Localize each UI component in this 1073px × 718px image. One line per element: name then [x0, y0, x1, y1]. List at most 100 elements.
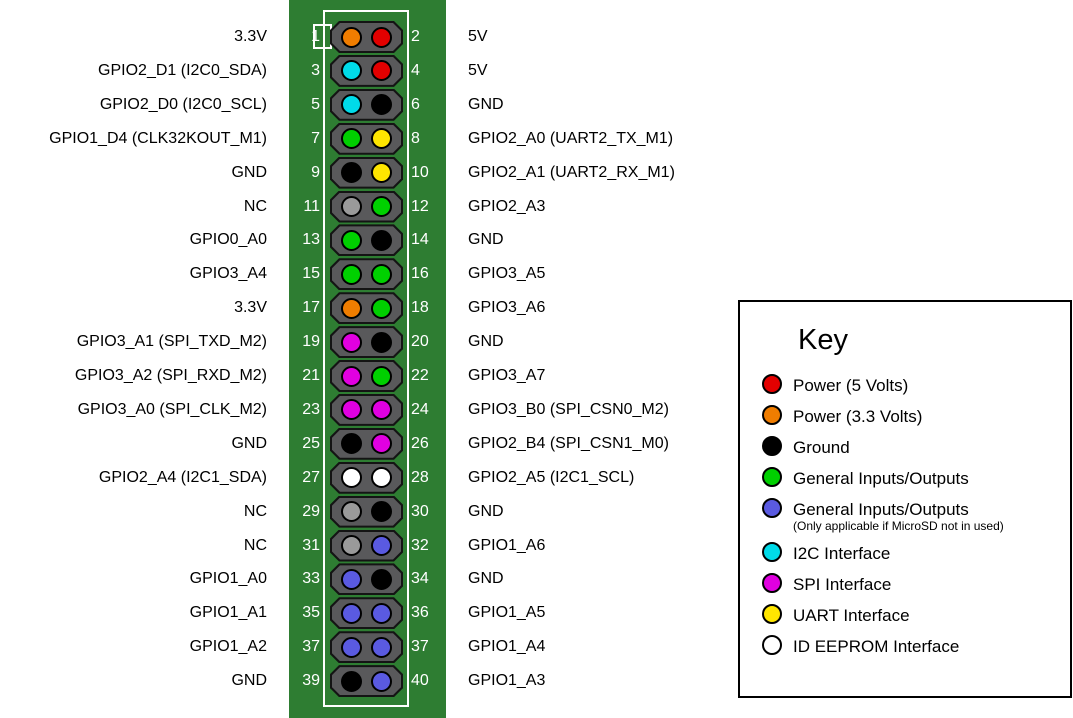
pin-hole-left — [341, 603, 362, 624]
pin-label-right: GND — [468, 502, 504, 520]
pin-number-left: 23 — [302, 400, 320, 418]
pin-number-left: 33 — [302, 570, 320, 588]
key-color-dot — [762, 604, 782, 624]
pin-label-right: GPIO3_A5 — [468, 265, 546, 283]
key-entry-text: Ground — [793, 436, 850, 458]
pin-number-right: 36 — [411, 604, 429, 622]
key-color-dot — [762, 498, 782, 518]
pin-block-body — [332, 125, 401, 153]
pin-hole-right — [371, 569, 392, 590]
pin-label-left: GND — [231, 163, 267, 181]
pin-hole-left — [341, 162, 362, 183]
key-entry: SPI Interface — [762, 573, 1070, 595]
pin-hole-right — [371, 128, 392, 149]
pin-hole-left — [341, 94, 362, 115]
pin-hole-right — [371, 603, 392, 624]
pin-hole-right — [371, 94, 392, 115]
key-entry: General Inputs/Outputs(Only applicable i… — [762, 498, 1070, 533]
pin-hole-left — [341, 366, 362, 387]
key-color-dot — [762, 436, 782, 456]
key-color-dot — [762, 467, 782, 487]
key-entry-label: SPI Interface — [793, 575, 892, 594]
pin-number-left: 37 — [302, 638, 320, 656]
pin-number-right: 20 — [411, 333, 429, 351]
pin-hole-left — [341, 298, 362, 319]
key-title: Key — [798, 324, 848, 356]
pin-number-right: 10 — [411, 163, 429, 181]
pin-hole-left — [341, 128, 362, 149]
key-entry-text: SPI Interface — [793, 573, 891, 595]
pin-hole-right — [371, 298, 392, 319]
pin-block-body — [332, 498, 401, 526]
key-entry-label: I2C Interface — [793, 544, 891, 563]
pin-number-left: 31 — [302, 536, 320, 554]
pin-block-body — [332, 532, 401, 560]
pin-block-body — [332, 565, 401, 593]
key-entry-text: General Inputs/Outputs — [793, 467, 969, 489]
key-entry-label: General Inputs/Outputs — [793, 469, 969, 488]
key-entry-text: I2C Interface — [793, 542, 890, 564]
pin-label-right: 5V — [468, 28, 488, 45]
pin-number-right: 14 — [411, 231, 429, 249]
pin-hole-right — [371, 399, 392, 420]
pin-hole-right — [371, 230, 392, 251]
pin-number-left: 13 — [302, 231, 320, 249]
pin-label-right: GPIO2_A5 (I2C1_SCL) — [468, 468, 635, 486]
key-entry-text: Power (3.3 Volts) — [793, 405, 922, 427]
pin-block — [330, 496, 403, 528]
pin-block — [330, 563, 403, 595]
pin-label-left: GPIO3_A1 (SPI_TXD_M2) — [76, 333, 267, 351]
pin-block — [330, 428, 403, 460]
pin-number-left: 7 — [311, 129, 320, 147]
pin-number-left: 27 — [302, 468, 320, 486]
pin-number-right: 6 — [411, 95, 420, 113]
pin-block-body — [332, 57, 401, 85]
key-entry: General Inputs/Outputs — [762, 467, 1070, 489]
key-entry: Power (3.3 Volts) — [762, 405, 1070, 427]
pin-label-left: NC — [243, 197, 267, 215]
pin-label-left: GPIO3_A0 (SPI_CLK_M2) — [77, 400, 267, 418]
pin-label-right: GND — [468, 95, 504, 113]
pin-number-right: 30 — [411, 502, 429, 520]
pin-block-body — [332, 328, 401, 356]
pin-hole-left — [341, 264, 362, 285]
pin-label-right: GND — [468, 231, 504, 249]
pin-label-right: GND — [468, 333, 504, 351]
pin-number-right: 26 — [411, 434, 429, 452]
pin-label-left: GPIO1_D4 (CLK32KOUT_M1) — [49, 129, 267, 147]
pin-hole-left — [341, 569, 362, 590]
pin-hole-right — [371, 264, 392, 285]
pin-label-left: GND — [231, 434, 267, 452]
pin-block-body — [332, 91, 401, 119]
pin-block — [330, 191, 403, 223]
pin-label-left: GPIO1_A0 — [189, 570, 267, 588]
key-color-dot — [762, 374, 782, 394]
pin-block-body — [332, 464, 401, 492]
pin-block — [330, 631, 403, 663]
pin-block — [330, 157, 403, 189]
pin-hole-left — [341, 60, 362, 81]
pin-block-body — [332, 633, 401, 661]
pin-label-right: GPIO3_A6 — [468, 299, 546, 317]
pin-number-left: 25 — [302, 434, 320, 452]
pin-label-left: 3.3V — [234, 28, 267, 45]
key-color-dot — [762, 542, 782, 562]
pin-number-right: 32 — [411, 536, 429, 554]
key-entry-label: Power (3.3 Volts) — [793, 407, 923, 426]
pin-number-right: 28 — [411, 468, 429, 486]
pin-number-left: 5 — [311, 95, 320, 113]
pin-label-left: GPIO3_A4 — [189, 265, 267, 283]
pin-hole-right — [371, 366, 392, 387]
key-entry-label: Ground — [793, 438, 850, 457]
pin-hole-left — [341, 196, 362, 217]
